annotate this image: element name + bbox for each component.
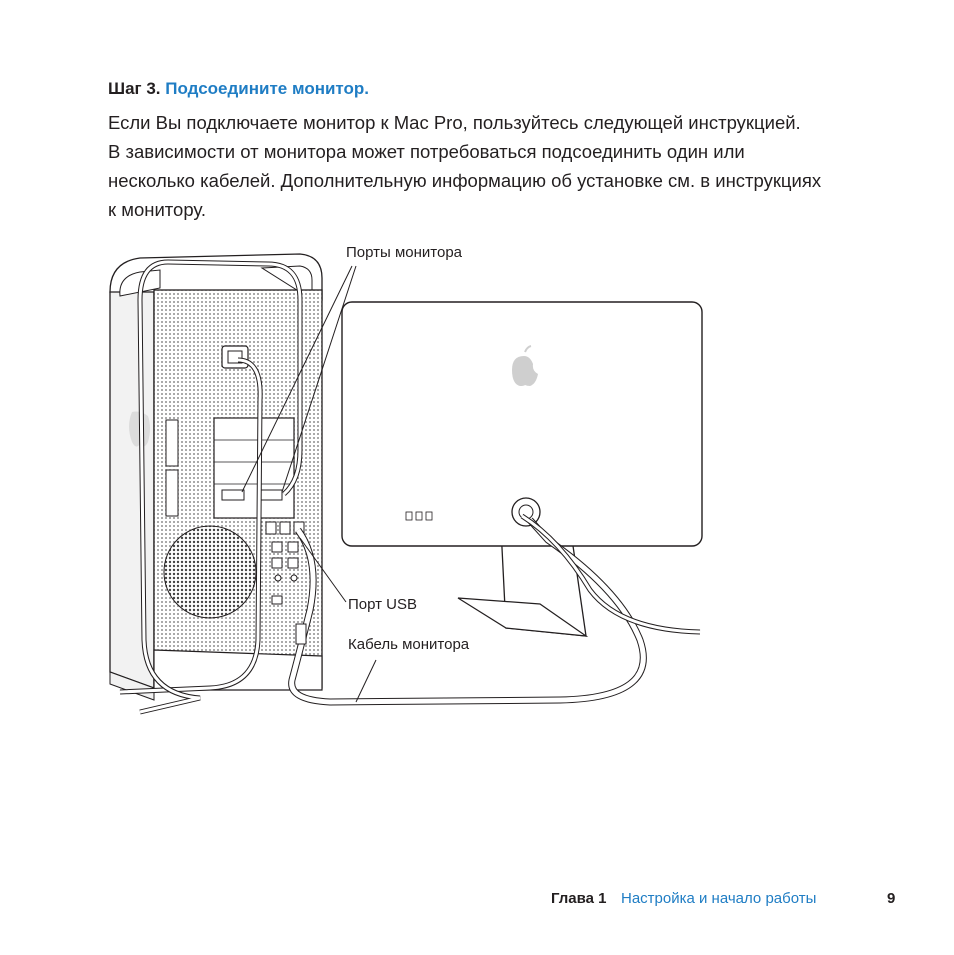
- footer-chapter-title: Настройка и начало работы: [621, 890, 817, 907]
- callout-display-ports: Порты монитора: [346, 244, 463, 261]
- step-heading: Шаг 3. Подсоедините монитор.: [108, 79, 369, 99]
- paragraph-line: несколько кабелей. Дополнительную информ…: [108, 170, 822, 191]
- callout-lines: [241, 265, 377, 703]
- step-title: Подсоедините монитор.: [165, 79, 370, 98]
- callout-usb-port: Порт USB: [348, 596, 418, 613]
- paragraph-line: к монитору.: [108, 199, 206, 220]
- instruction-paragraph: Если Вы подключаете монитор к Mac Pro, п…: [108, 108, 888, 224]
- paragraph-line: Если Вы подключаете монитор к Mac Pro, п…: [108, 112, 801, 133]
- step-label: Шаг 3.: [108, 79, 161, 98]
- paragraph-line: В зависимости от монитора может потребов…: [108, 141, 745, 162]
- footer-page-number: 9: [887, 890, 896, 907]
- callout-display-cable: Кабель монитора: [348, 636, 470, 653]
- monitor: [341, 301, 703, 637]
- footer-chapter: Глава 1: [551, 890, 607, 907]
- cables: [119, 259, 701, 715]
